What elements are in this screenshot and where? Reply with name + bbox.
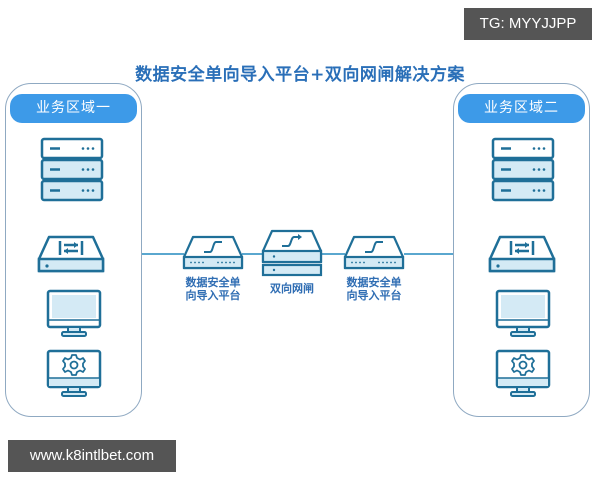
site-watermark: www.k8intlbet.com xyxy=(8,440,176,472)
diagram-title: 数据安全单向导入平台+双向网闸解决方案 xyxy=(135,65,465,85)
tg-watermark: TG: MYYJJPP xyxy=(464,8,592,40)
settings-monitor-icon xyxy=(495,349,551,397)
label-line: 数据安全单 xyxy=(346,276,402,289)
label-line: 向导入平台 xyxy=(346,289,402,302)
business-zone-1: 业务区域一 xyxy=(5,83,142,417)
connector-line xyxy=(242,253,264,255)
server-rack-icon xyxy=(40,137,104,202)
switch-icon xyxy=(488,235,556,273)
connector-line xyxy=(321,253,345,255)
one-way-import-device-icon xyxy=(182,235,244,270)
monitor-icon xyxy=(46,289,102,337)
server-rack-icon xyxy=(491,137,555,202)
zone-label: 业务区域一 xyxy=(10,94,137,123)
one-way-import-device-icon xyxy=(343,235,405,270)
device-label: 双向网闸 xyxy=(252,282,332,295)
connector-line xyxy=(142,253,184,255)
settings-monitor-icon xyxy=(46,349,102,397)
business-zone-2: 业务区域二 xyxy=(453,83,590,417)
monitor-icon xyxy=(495,289,551,337)
device-label: 数据安全单 向导入平台 xyxy=(173,276,253,302)
switch-icon xyxy=(37,235,105,273)
label-line: 向导入平台 xyxy=(185,289,241,302)
device-label: 数据安全单 向导入平台 xyxy=(334,276,414,302)
label-line: 数据安全单 xyxy=(185,276,241,289)
zone-label: 业务区域二 xyxy=(458,94,585,123)
two-way-gateway-icon xyxy=(261,229,323,277)
label-line: 双向网闸 xyxy=(270,282,314,295)
connector-line xyxy=(404,253,453,255)
